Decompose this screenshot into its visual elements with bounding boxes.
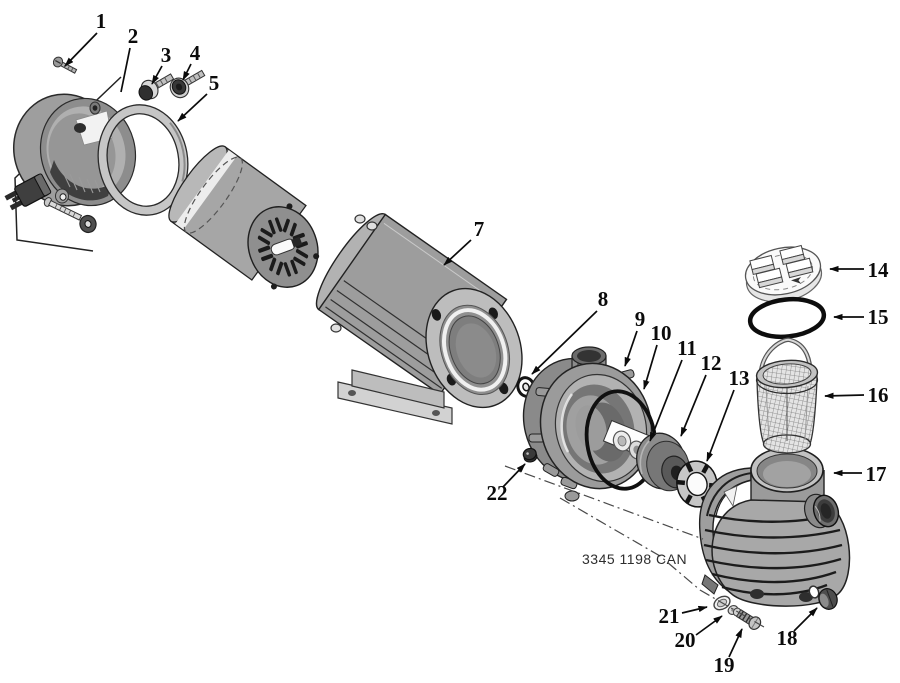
callout-8: 8 — [531, 287, 609, 375]
part-terminal-bolt — [43, 197, 83, 221]
motor-base-feet — [337, 369, 453, 425]
part-group-end-cap-assembly — [4, 56, 206, 252]
callout-leader — [681, 605, 708, 614]
callout-leader — [643, 344, 658, 390]
lifting-lug — [330, 323, 342, 333]
lid-molded-arrow — [791, 277, 801, 284]
callout-number: 7 — [474, 217, 485, 241]
callout-leader — [695, 615, 723, 636]
centerline — [559, 497, 765, 628]
callout-4: 4 — [182, 41, 201, 81]
callout-leader — [151, 65, 163, 85]
callout-leader — [624, 330, 638, 367]
callout-12: 12 — [680, 351, 722, 437]
callout-leader — [64, 32, 98, 67]
housing-side-port — [812, 494, 840, 528]
callout-15: 15 — [833, 305, 889, 329]
part-bolt-4 — [169, 69, 206, 99]
part-motor-end-cap — [12, 93, 137, 207]
callout-number: 4 — [190, 41, 201, 65]
part-nut — [522, 447, 538, 463]
callout-leader — [680, 374, 707, 437]
callout-number: 3 — [161, 43, 172, 67]
callout-number: 17 — [866, 462, 887, 486]
part-pump-housing — [698, 447, 851, 607]
callout-leader — [824, 392, 865, 399]
part-grommet — [79, 214, 97, 234]
lifting-lug — [354, 214, 366, 224]
callout-21: 21 — [659, 604, 708, 628]
callout-number: 10 — [651, 321, 672, 345]
callout-9: 9 — [624, 307, 646, 367]
part-strainer-basket — [755, 337, 819, 454]
part-drain-plug — [808, 585, 838, 610]
callout-11: 11 — [649, 336, 697, 442]
callout-number: 5 — [209, 71, 220, 95]
callout-number: 12 — [701, 351, 722, 375]
callout-number: 11 — [677, 336, 697, 360]
part-seal-plate — [522, 346, 653, 502]
callout-number: 8 — [598, 287, 609, 311]
part-bolt-3 — [138, 73, 175, 101]
callout-13: 13 — [706, 366, 750, 462]
callout-2: 2 — [120, 24, 139, 93]
callout-14: 14 — [829, 258, 890, 282]
part-cord-plug — [4, 173, 52, 211]
part-strainer-lid — [744, 244, 823, 303]
callout-number: 19 — [714, 653, 735, 677]
part-bolt — [732, 607, 762, 630]
callout-3: 3 — [151, 43, 172, 85]
callout-number: 9 — [635, 307, 646, 331]
callout-19: 19 — [714, 628, 743, 677]
callout-leader — [120, 47, 131, 93]
callout-leader — [531, 310, 598, 375]
callout-number: 1 — [96, 9, 107, 33]
callout-number: 13 — [729, 366, 750, 390]
callout-number: 20 — [675, 628, 696, 652]
callout-18: 18 — [777, 607, 818, 650]
centerline — [504, 465, 704, 540]
part-motor — [315, 213, 523, 425]
callout-number: 21 — [659, 604, 680, 628]
callout-number: 18 — [777, 626, 798, 650]
motor-front-flange — [425, 287, 523, 409]
callout-number: 16 — [868, 383, 889, 407]
drawing-number: 3345 1198 CAN — [582, 551, 687, 567]
callout-22: 22 — [487, 463, 526, 505]
callout-leader — [793, 607, 818, 632]
callout-leader — [649, 359, 683, 442]
part-clamp-band — [97, 104, 189, 216]
callout-leader — [502, 463, 526, 488]
part-lid-o-ring — [747, 296, 827, 340]
callout-16: 16 — [824, 383, 889, 407]
callout-20: 20 — [675, 615, 723, 652]
callout-number: 22 — [487, 481, 508, 505]
part-screw — [52, 56, 78, 74]
callout-1: 1 — [64, 9, 107, 67]
callout-leader — [182, 63, 192, 81]
lid-handle — [749, 244, 814, 289]
callout-5: 5 — [177, 71, 220, 122]
callout-7: 7 — [443, 217, 485, 266]
callout-17: 17 — [833, 462, 887, 486]
part-motor-rotor — [168, 145, 320, 290]
callout-leader — [177, 93, 208, 122]
callout-leader — [728, 628, 743, 658]
lifting-lug — [366, 221, 378, 231]
callout-leader — [443, 239, 472, 266]
callout-number: 2 — [128, 24, 139, 48]
callout-number: 15 — [868, 305, 889, 329]
callout-10: 10 — [643, 321, 672, 390]
callout-leader — [706, 389, 735, 462]
callout-number: 14 — [868, 258, 890, 282]
